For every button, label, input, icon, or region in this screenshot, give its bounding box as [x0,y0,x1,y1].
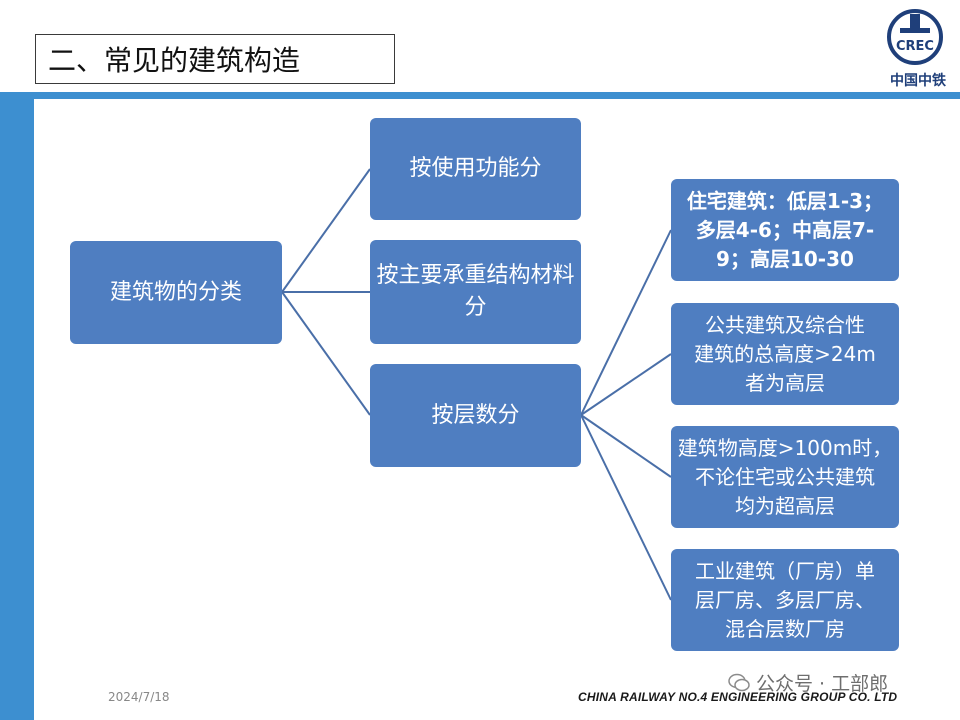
connector-layer-2 [580,353,672,416]
connector-layer-1 [580,229,672,416]
connector-root-layer [281,291,371,416]
leaf-industrial: 工业建筑（厂房）单 层厂房、多层厂房、 混合层数厂房 [671,549,899,651]
connector-layer-4 [580,414,672,601]
footer-company: CHINA RAILWAY NO.4 ENGINEERING GROUP CO.… [578,690,898,704]
node-by-material: 按主要承重结构材料分 [370,240,581,344]
watermark-text: 公众号 · 工部郎 [756,673,889,695]
connector-layer-3 [580,414,672,478]
left-accent-band [0,92,34,720]
leaf-super-high: 建筑物高度>100m时， 不论住宅或公共建筑 均为超高层 [671,426,899,528]
crec-emblem-icon: CREC [887,9,943,65]
connector-root-func [281,168,371,293]
company-logo: CREC 中国中铁 [876,6,960,92]
wechat-icon [728,673,750,691]
watermark: 公众号 · 工部郎 [728,669,888,696]
leaf-public: 公共建筑及综合性 建筑的总高度>24m 者为高层 [671,303,899,405]
node-by-layers: 按层数分 [370,364,581,467]
emblem-letters: CREC [896,39,934,54]
logo-text: 中国中铁 [890,73,946,89]
node-root: 建筑物的分类 [70,241,282,344]
node-by-function: 按使用功能分 [370,118,581,220]
footer-date: 2024/7/18 [108,690,170,704]
leaf-residential: 住宅建筑：低层1-3； 多层4-6；中高层7- 9；高层10-30 [671,179,899,281]
slide-title: 二、常见的建筑构造 [35,34,395,84]
top-accent-band [0,92,960,99]
